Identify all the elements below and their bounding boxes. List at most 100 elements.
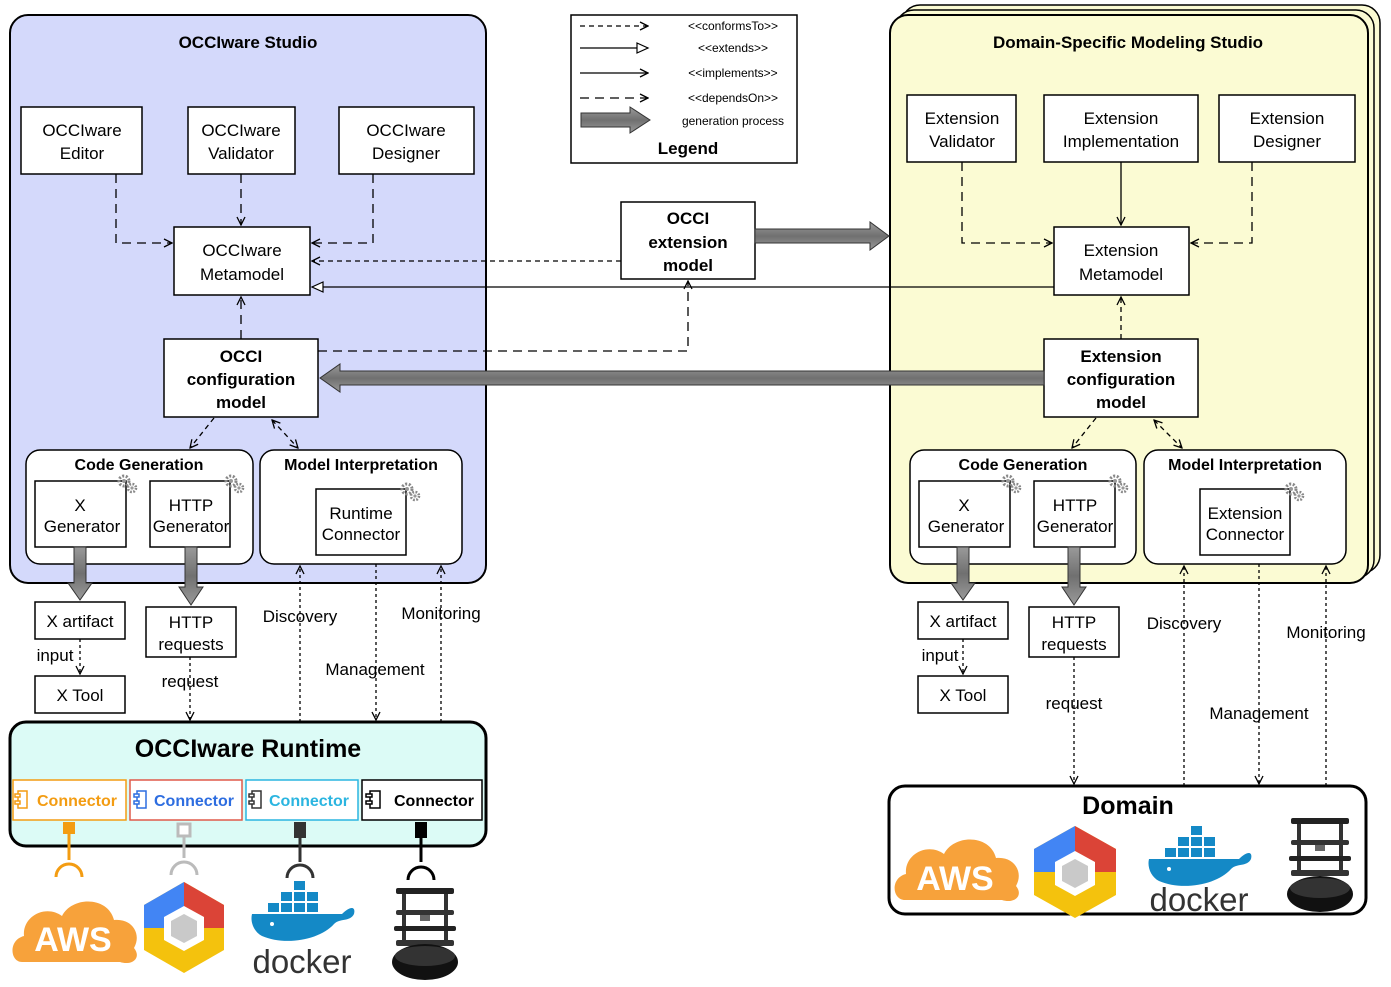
ext-metamodel-label: Extension (1084, 241, 1159, 260)
ext-validator-label: Validator (929, 132, 995, 151)
model-interpretation-group-right: Model Interpretation Extension Connector (1143, 449, 1347, 565)
aws-logo-text: AWS (916, 860, 993, 898)
x-generator-box-right[interactable]: X Generator (918, 480, 1011, 548)
runtime-connector-box[interactable]: Runtime Connector (315, 488, 407, 556)
ext-validator-label: Extension (925, 109, 1000, 128)
model-interpretation-title: Model Interpretation (1168, 457, 1322, 474)
http-requests-box-right[interactable]: HTTP requests (1028, 606, 1120, 658)
component-icon (248, 790, 262, 809)
ext-connector-label: Connector (1206, 525, 1285, 544)
x-artifact-box[interactable]: X artifact (34, 601, 126, 640)
extension-implementation-box[interactable]: Extension Implementation (1043, 94, 1199, 163)
x-artifact-label: X artifact (929, 612, 996, 631)
robot-logo (392, 888, 458, 980)
component-icon (133, 790, 147, 809)
robot-logo (1287, 818, 1353, 912)
input-label: input (37, 646, 74, 665)
connectors-left (80, 174, 1054, 722)
http-generator-box[interactable]: HTTP Generator (149, 480, 231, 548)
http-generator-label: HTTP (1053, 496, 1097, 515)
legend-title: Legend (658, 139, 718, 158)
x-tool-label: X Tool (57, 686, 104, 705)
code-generation-group-right: Code Generation X Generator HTTP Generat… (909, 449, 1137, 565)
occi-extension-model-box[interactable]: OCCI extension model (620, 201, 756, 280)
x-artifact-label: X artifact (46, 612, 113, 631)
extension-validator-box[interactable]: Extension Validator (906, 94, 1017, 163)
occiware-validator-box[interactable]: OCCIware Validator (187, 106, 296, 175)
connectors-right (962, 162, 1326, 786)
aws-logo-text: AWS (34, 921, 111, 959)
http-requests-label: HTTP (1052, 613, 1096, 632)
connector-robot[interactable]: Connector (361, 779, 483, 821)
input-label: input (922, 646, 959, 665)
occi-config-label: OCCI (220, 347, 263, 366)
occiware-validator-label: OCCIware (201, 121, 280, 140)
connector-gcp[interactable]: Connector (129, 779, 243, 821)
management-label: Management (1209, 704, 1309, 723)
http-requests-label: requests (158, 635, 223, 654)
gcp-logo (1034, 826, 1116, 918)
legend-implements: <<implements>> (688, 66, 777, 80)
x-tool-box-right[interactable]: X Tool (917, 675, 1009, 714)
extension-configuration-model-box[interactable]: Extension configuration model (1043, 338, 1199, 418)
occiware-studio-panel: OCCIware Studio OCCIware Editor OCCIware… (9, 14, 487, 584)
dsm-studio-title: Domain-Specific Modeling Studio (993, 33, 1263, 52)
x-generator-label: X (958, 496, 969, 515)
legend-extends: <<extends>> (698, 41, 768, 55)
aws-logo: AWS (12, 901, 137, 964)
x-tool-box[interactable]: X Tool (34, 675, 126, 714)
extension-model-label: extension (648, 233, 727, 252)
runtime-connector-label: Runtime (329, 504, 392, 523)
dsm-studio-panel: Domain-Specific Modeling Studio Extensio… (889, 4, 1381, 584)
http-generator-label: Generator (153, 517, 230, 536)
ext-connector-label: Extension (1208, 504, 1283, 523)
occiware-editor-box[interactable]: OCCIware Editor (20, 106, 143, 175)
occiware-editor-label: Editor (60, 144, 105, 163)
occi-configuration-model-box[interactable]: OCCI configuration model (163, 338, 319, 418)
docker-logo-text: docker (252, 943, 351, 980)
http-generator-label: HTTP (169, 496, 213, 515)
connector-label: Connector (394, 793, 474, 810)
occiware-designer-label: Designer (372, 144, 440, 163)
occiware-validator-label: Validator (208, 144, 274, 163)
domain-panel: Domain AWS docker (887, 784, 1368, 918)
docker-interface (285, 822, 315, 879)
occiware-editor-label: OCCIware (42, 121, 121, 140)
http-requests-label: HTTP (169, 613, 213, 632)
connector-label: Connector (269, 793, 349, 810)
docker-logo: docker (251, 881, 355, 980)
occiware-runtime-panel: OCCIware Runtime Connector Connector Con… (8, 720, 488, 848)
domain-title: Domain (1082, 792, 1174, 820)
occiware-designer-box[interactable]: OCCIware Designer (338, 106, 475, 175)
component-icon (14, 790, 28, 809)
x-artifact-box-right[interactable]: X artifact (917, 601, 1009, 640)
legend-depends-on: <<dependsOn>> (688, 91, 778, 105)
generation-arrows (67, 221, 1087, 606)
component-icon (365, 790, 381, 809)
x-generator-label: Generator (928, 517, 1005, 536)
extension-metamodel-box[interactable]: Extension Metamodel (1053, 226, 1190, 296)
x-generator-box[interactable]: X Generator (34, 480, 127, 548)
x-tool-label: X Tool (940, 686, 987, 705)
x-generator-label: X (74, 496, 85, 515)
connector-docker[interactable]: Connector (245, 779, 359, 821)
runtime-connector-label: Connector (322, 525, 401, 544)
occiware-metamodel-box[interactable]: OCCIware Metamodel (173, 226, 311, 296)
ext-config-label: configuration (1067, 370, 1176, 389)
connector-label: Connector (154, 793, 234, 810)
connector-aws[interactable]: Connector (12, 779, 127, 821)
monitoring-label: Monitoring (1286, 623, 1365, 642)
extension-connector-box[interactable]: Extension Connector (1199, 488, 1291, 556)
gcp-logo (144, 882, 224, 973)
http-requests-box[interactable]: HTTP requests (145, 606, 237, 658)
ext-implementation-label: Implementation (1063, 132, 1179, 151)
occiware-studio-title: OCCIware Studio (179, 33, 318, 52)
occi-config-label: model (216, 393, 266, 412)
aws-interface (54, 822, 84, 878)
http-generator-box-right[interactable]: HTTP Generator (1033, 480, 1116, 548)
extension-designer-box[interactable]: Extension Designer (1218, 94, 1356, 163)
ext-config-label: model (1096, 393, 1146, 412)
code-generation-title: Code Generation (959, 457, 1088, 474)
model-interpretation-group: Model Interpretation Runtime Connector (259, 449, 463, 565)
